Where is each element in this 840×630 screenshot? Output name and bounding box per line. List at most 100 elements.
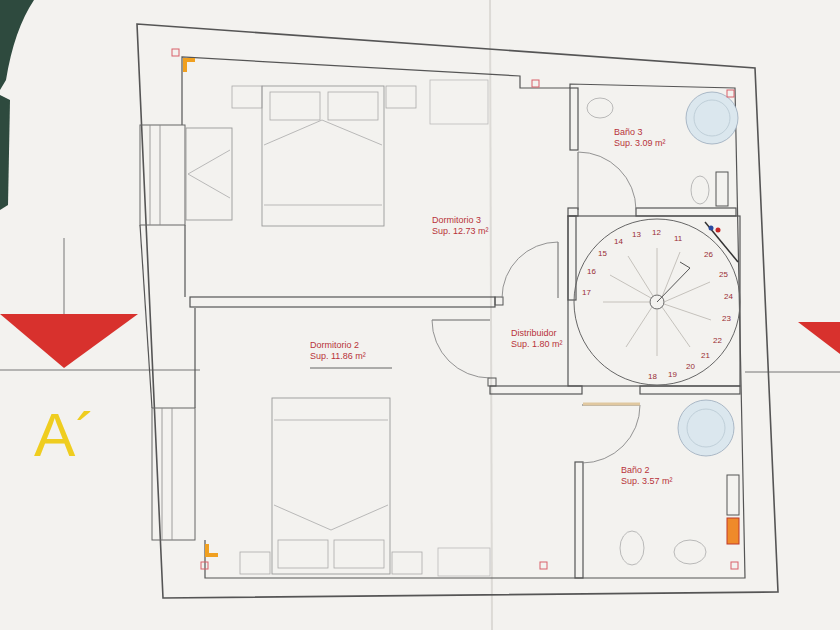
- electrical-point: [731, 562, 738, 569]
- stair-tread: [662, 307, 690, 347]
- room-area: Sup. 11.86 m²: [310, 351, 368, 362]
- stair-tread: [657, 248, 658, 295]
- room-name: Dormitorio 3: [432, 215, 491, 226]
- paper-fold: [490, 0, 492, 630]
- desk: [430, 80, 488, 124]
- inner-wall: [182, 57, 745, 578]
- room-name: Dormitorio 2: [310, 340, 368, 351]
- shower-tray: [687, 409, 725, 447]
- electrical-point: [727, 90, 734, 97]
- step-number: 22: [712, 336, 723, 345]
- partition-wall: [575, 462, 583, 578]
- room-area: Sup. 12.73 m²: [432, 226, 491, 237]
- table-cloth: [0, 0, 34, 90]
- partition-wall: [488, 378, 496, 386]
- pillow: [334, 540, 384, 568]
- double-bed: [272, 398, 390, 574]
- bed-sheet: [264, 205, 382, 206]
- stair-tread: [664, 282, 710, 302]
- light-point: [709, 226, 714, 231]
- shower-tray: [678, 400, 734, 456]
- section-line: [745, 372, 840, 373]
- bedside-table: [392, 552, 422, 574]
- door-leaf: [582, 405, 640, 406]
- section-arrow: [0, 314, 138, 368]
- table-cloth: [0, 95, 10, 210]
- inner-wall: [194, 308, 195, 408]
- step-number: 23: [721, 314, 732, 323]
- partition-wall: [490, 386, 582, 394]
- section-arrow: [798, 322, 840, 354]
- window: [160, 125, 161, 225]
- step-number: 18: [647, 372, 658, 381]
- bed-sheet: [274, 505, 388, 530]
- room-label: Dormitorio 3Sup. 12.73 m²: [430, 214, 493, 238]
- bed-sheet: [264, 120, 382, 145]
- desk: [438, 548, 490, 576]
- partition-wall: [636, 208, 736, 216]
- outer-wall: [137, 24, 778, 598]
- stair-treads: [603, 248, 711, 356]
- door-swing: [432, 320, 490, 378]
- step-number: 14: [613, 237, 624, 246]
- door-swing: [582, 405, 640, 463]
- light-point: [716, 228, 721, 233]
- bedside-table: [240, 552, 270, 574]
- window: [172, 408, 173, 540]
- step-number: 11: [673, 234, 683, 243]
- door-swing: [578, 152, 636, 210]
- vent-duct: [727, 475, 739, 515]
- door-swing: [502, 242, 558, 298]
- bedside-table: [232, 86, 262, 108]
- step-number: 25: [718, 270, 729, 279]
- window: [162, 408, 163, 540]
- room-name: Baño 3: [614, 127, 668, 138]
- section-letter: A´: [34, 402, 96, 468]
- room-area: Sup. 3.57 m²: [621, 476, 675, 487]
- section-line: [0, 370, 200, 371]
- stair-tread: [662, 252, 680, 297]
- stair-tread: [603, 302, 650, 303]
- step-number: 17: [581, 288, 592, 297]
- window: [140, 125, 185, 225]
- electrical-point: [201, 562, 208, 569]
- wardrobe-door: [188, 150, 230, 198]
- room-label: DistribuidorSup. 1.80 m²: [509, 327, 567, 351]
- partition-wall: [570, 88, 578, 150]
- stair-tread: [657, 309, 658, 356]
- corner-pillar: [183, 58, 195, 72]
- partition-wall: [190, 297, 495, 307]
- sink: [674, 540, 706, 564]
- room-name: Distribuidor: [511, 328, 565, 339]
- door-leaf: [578, 152, 579, 210]
- shower-tray: [686, 92, 738, 144]
- window: [150, 125, 151, 225]
- window: [152, 408, 195, 540]
- stair-tread: [626, 307, 652, 347]
- electrical-point: [532, 80, 539, 87]
- partition-wall: [495, 297, 503, 305]
- step-number: 21: [700, 351, 711, 360]
- door-leaf: [558, 242, 559, 298]
- room-label: Baño 3Sup. 3.09 m²: [612, 126, 670, 150]
- partition-wall: [640, 386, 740, 394]
- step-number: 16: [586, 267, 597, 276]
- vent-duct: [716, 172, 728, 206]
- electrical-point: [540, 562, 547, 569]
- room-name: Baño 2: [621, 465, 675, 476]
- section-line: [64, 238, 65, 314]
- vent-duct: [727, 518, 739, 544]
- step-number: 20: [685, 362, 696, 371]
- corner-pillar: [205, 544, 218, 557]
- bed-sheet: [274, 420, 388, 421]
- stair-well: [568, 216, 740, 386]
- toilet: [620, 531, 644, 565]
- room-area: Sup. 1.80 m²: [511, 339, 565, 350]
- stair-tread: [610, 275, 651, 298]
- spiral-stair: [574, 219, 740, 385]
- toilet: [587, 98, 613, 118]
